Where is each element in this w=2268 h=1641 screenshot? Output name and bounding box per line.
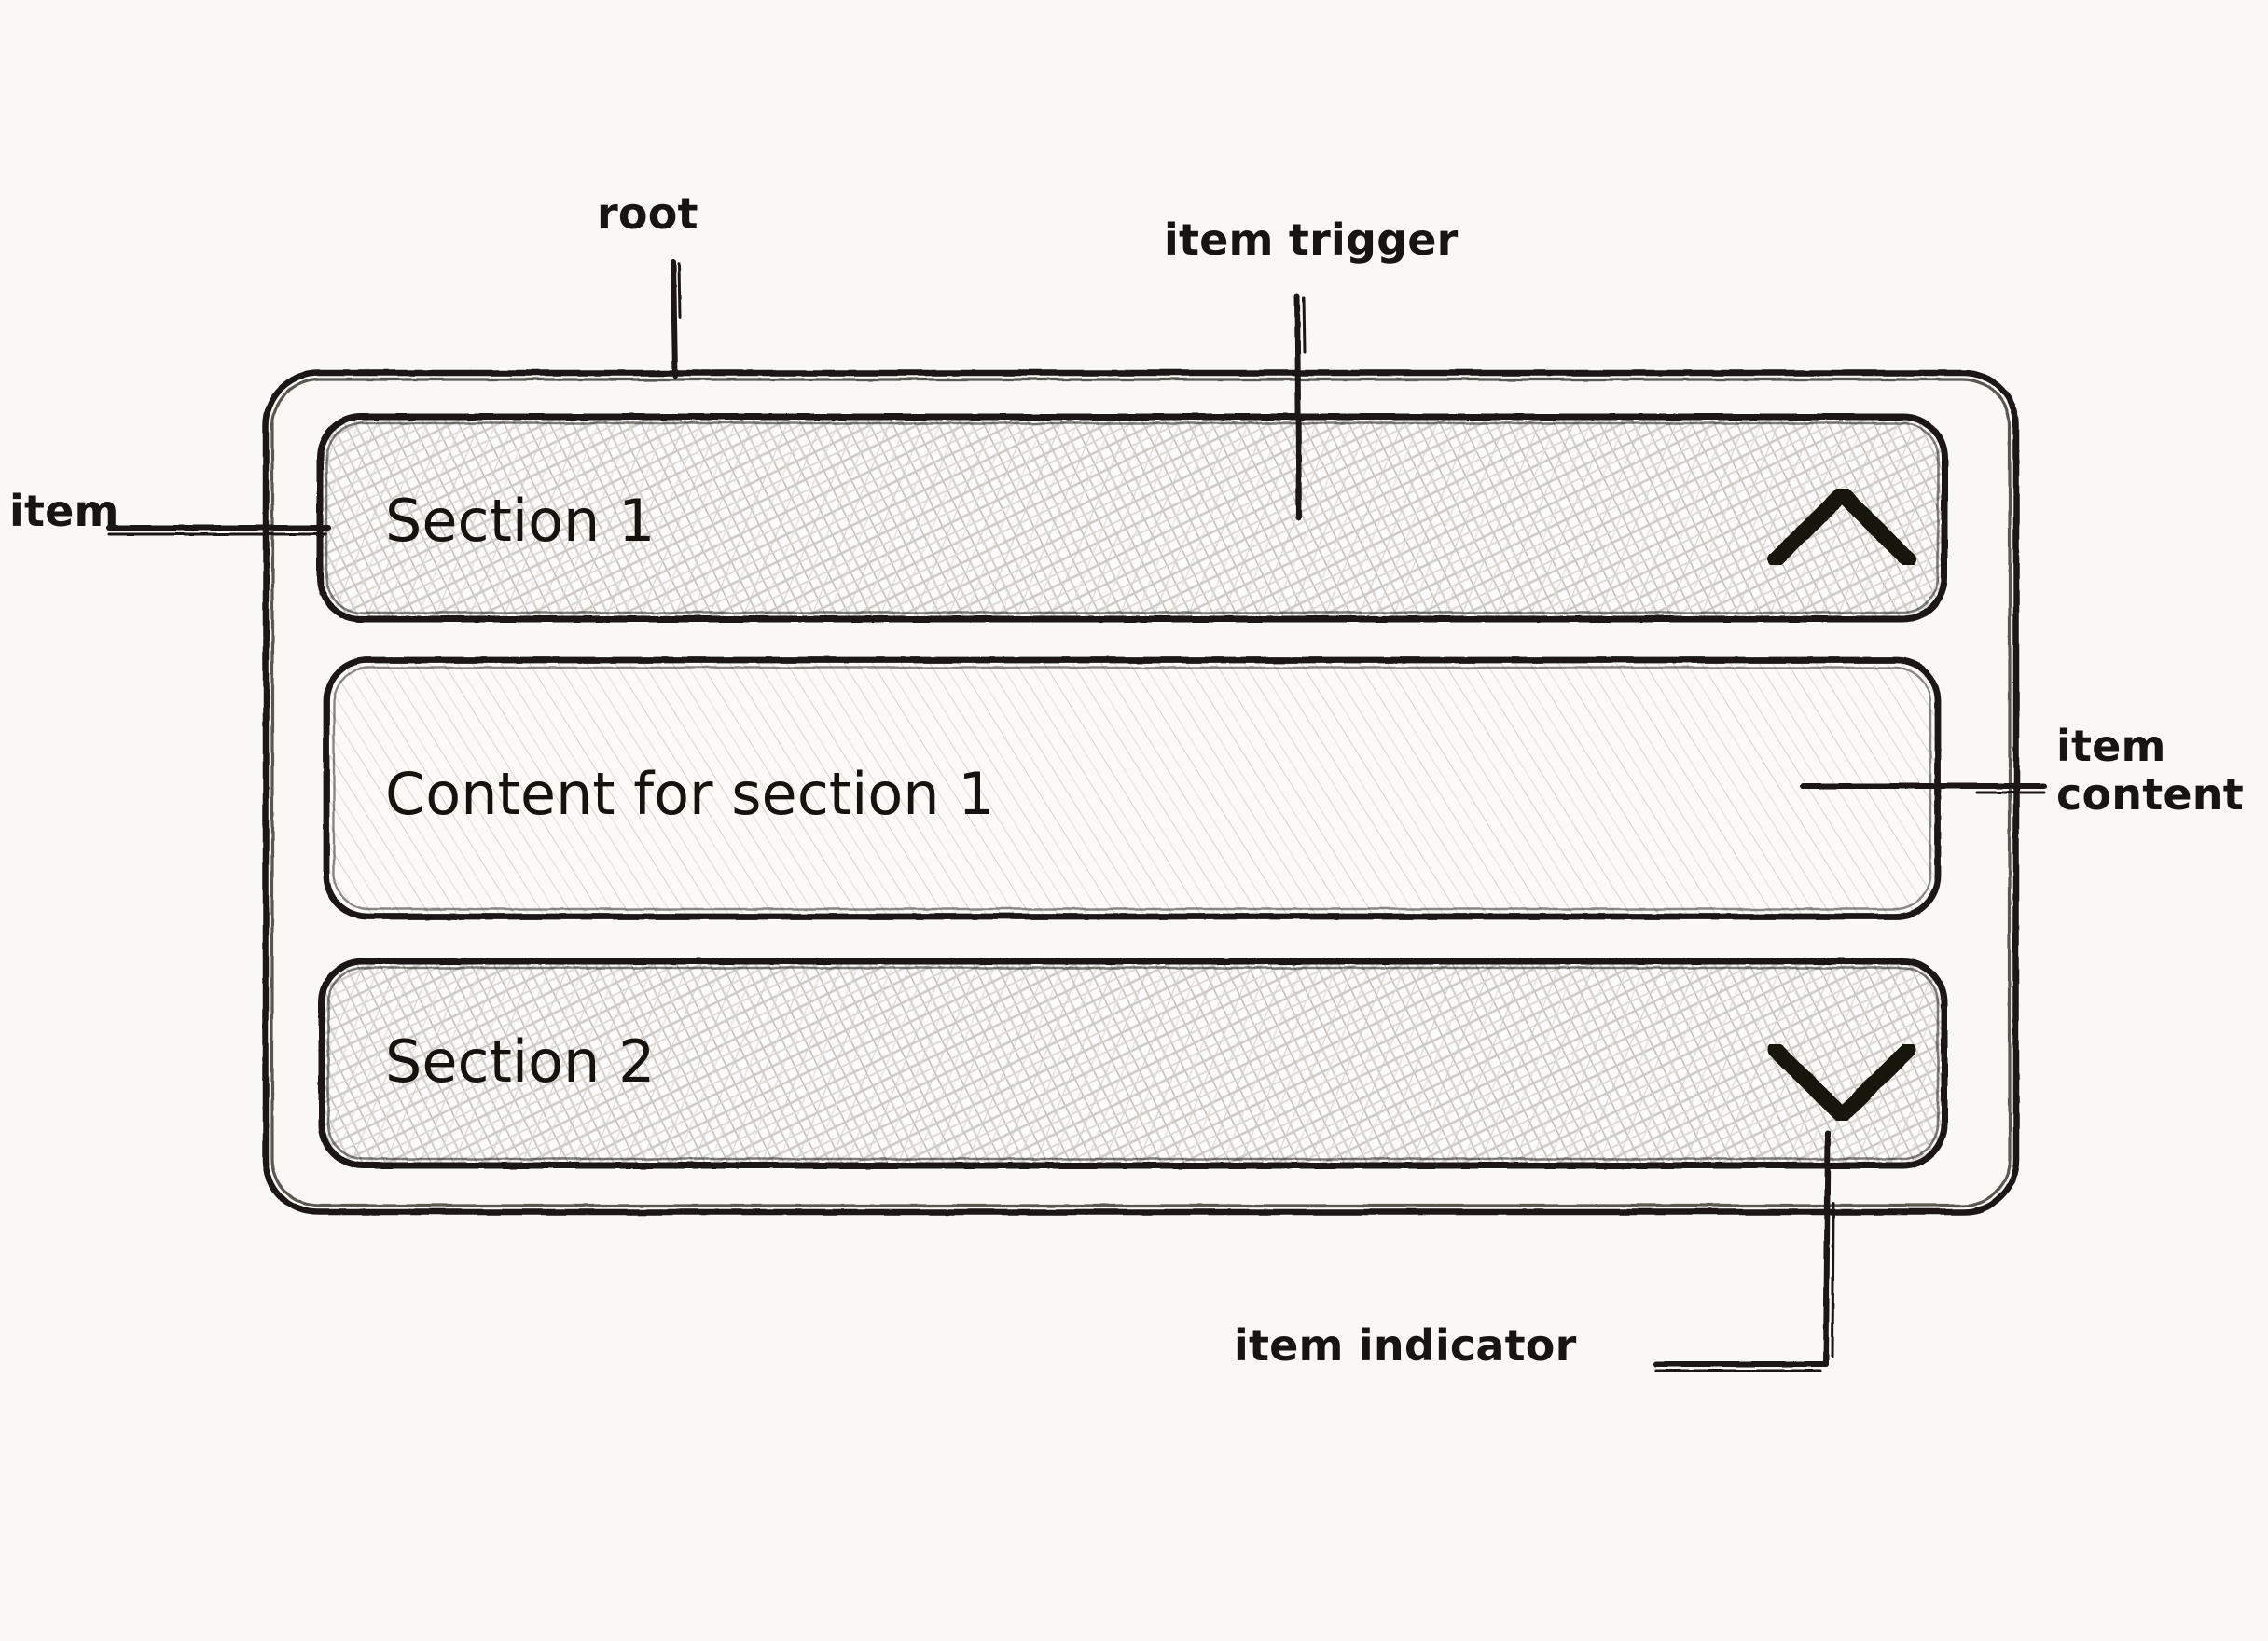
leader-item-trigger: [1294, 294, 1307, 520]
leader-item-content: [1800, 783, 2047, 794]
accordion-item-1-trigger-shape[interactable]: [316, 413, 1948, 623]
annotation-label-item-indicator: item indicator: [1234, 1320, 1577, 1371]
accordion-item-2-trigger-label[interactable]: Section 2: [385, 1027, 656, 1096]
accordion-item-1-content-label: Content for section 1: [385, 760, 995, 828]
leader-root: [671, 259, 682, 379]
chevron-down-icon[interactable]: [1767, 1041, 1916, 1126]
annotation-label-item-trigger: item trigger: [1164, 214, 1459, 265]
accordion-item-1-trigger-label[interactable]: Section 1: [385, 487, 656, 555]
chevron-up-icon[interactable]: [1767, 483, 1916, 568]
leader-item: [106, 525, 331, 536]
leader-item-indicator: [1653, 1130, 1835, 1372]
accordion-item-1-content-shape: [323, 656, 1942, 920]
annotation-label-root: root: [597, 188, 698, 239]
annotation-label-item-content: item content: [2056, 721, 2244, 820]
annotation-label-item: item: [9, 486, 119, 536]
accordion-item-2-trigger-shape[interactable]: [318, 958, 1948, 1169]
